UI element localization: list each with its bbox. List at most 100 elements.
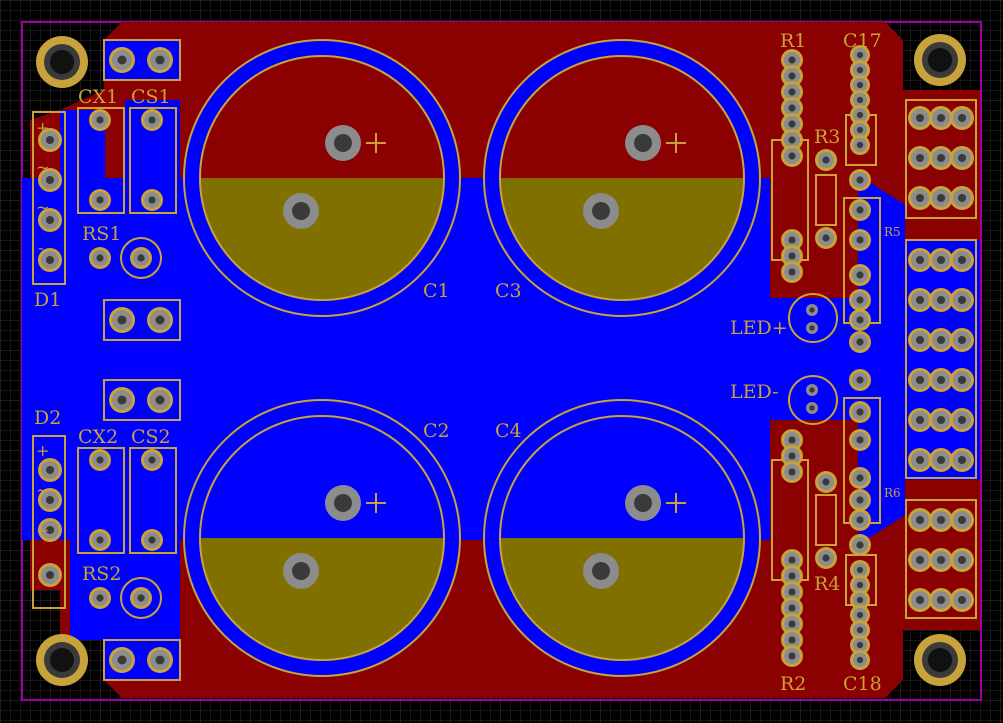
label-rs1: RS1 [82,223,121,245]
label-cx2: CX2 [78,426,118,448]
r2-pad [781,549,803,571]
r3-pad [815,227,837,249]
terminal-block-pad [929,106,953,130]
label-c4: C4 [495,420,522,442]
r6-pad [849,489,871,511]
terminal-block-pad [929,146,953,170]
pad-layer [38,45,974,673]
r5-pad [849,331,871,353]
c18-pad [850,635,870,655]
led-minus-pad [806,402,818,414]
terminal-block-pad [950,508,974,532]
r6-pad [849,509,871,531]
label-r5: R5 [884,225,901,239]
terminal-block-pad [929,448,953,472]
terminal-pad [109,307,135,333]
capacitor-c1 [183,39,461,317]
r1-pad [781,245,803,267]
r5-pad [849,199,871,221]
terminal-block-pad [929,328,953,352]
bridge-pad [38,458,62,482]
r2-pad [781,429,803,451]
terminal-pad [147,307,173,333]
silkscreen-labels: R1 C17 R3 R5 CX1 CS1 RS1 D1 C1 C3 LED+ L… [34,30,901,695]
c17-pad [850,90,870,110]
terminal-block-pad [950,548,974,572]
r1-pad [781,81,803,103]
terminal-block-pad [908,408,932,432]
terminal-block-pad [950,448,974,472]
label-r3: R3 [814,126,840,148]
bridge-pad [38,208,62,232]
r4-pad [815,471,837,493]
terminal-block-pad [908,548,932,572]
terminal-pad [109,47,135,73]
led-minus-pad [806,384,818,396]
rs1-pad [130,247,152,269]
terminal-block-pad [950,186,974,210]
terminal-block-pad [950,328,974,352]
terminal-block-pad [929,248,953,272]
r1-pad [781,97,803,119]
c18-pad [850,620,870,640]
r6-pad [849,429,871,451]
d2-plus-mark: + [36,441,49,460]
terminal-block-pad [929,368,953,392]
capacitor-c2 [183,399,461,677]
r2-pad [781,461,803,483]
label-cs2: CS2 [131,426,171,448]
r1-pad [781,229,803,251]
r5-pad [849,264,871,286]
mounting-hole-top-right [914,34,966,86]
terminal-block-pad [908,106,932,130]
c18-pad [850,560,870,580]
bridge-pad [38,563,62,587]
label-cs1: CS1 [131,86,171,108]
terminal-block-pad [929,288,953,312]
label-rs2: RS2 [82,563,121,585]
label-c18: C18 [843,673,882,695]
mounting-hole-bottom-right [914,634,966,686]
terminal-pad [147,47,173,73]
terminal-block-pad [908,508,932,532]
terminal-block-pad [929,548,953,572]
bridge-pad [38,248,62,272]
r2-pad [781,597,803,619]
c17-pad [850,105,870,125]
c18-pad [850,650,870,670]
r1-pad [781,145,803,167]
d2-tilde-mark-1: ~ [36,481,49,500]
terminal-block-pad [929,186,953,210]
label-led-minus: LED- [730,381,779,403]
cap-pad [89,449,111,471]
label-r4: R4 [814,573,840,595]
terminal-block-pad [908,186,932,210]
r6-pad [849,401,871,423]
terminal-block-pad [950,408,974,432]
terminal-block-pad [908,588,932,612]
terminal-block-pad [929,588,953,612]
d1-tilde-mark-2: ~ [36,198,49,217]
terminal-block-pad [908,146,932,170]
r1-pad [781,129,803,151]
r1-pad [781,65,803,87]
c18-pad [850,575,870,595]
terminal-block-pad [908,328,932,352]
rs2-pad [89,587,111,609]
capacitor-c4 [483,399,761,677]
r4-pad [815,547,837,569]
r2-pad [781,445,803,467]
bridge-pad [38,518,62,542]
r2-pad [781,645,803,667]
c17-pad [850,120,870,140]
terminal-block-pad [908,248,932,272]
capacitor-c3 [483,39,761,317]
bridge-pad [38,488,62,512]
rs2-pad [130,587,152,609]
led-plus-pad [806,304,818,316]
c18-pad [850,590,870,610]
r5-pad [849,289,871,311]
cap-pad [141,189,163,211]
r6-pad [849,534,871,556]
terminal-block-pad [929,508,953,532]
